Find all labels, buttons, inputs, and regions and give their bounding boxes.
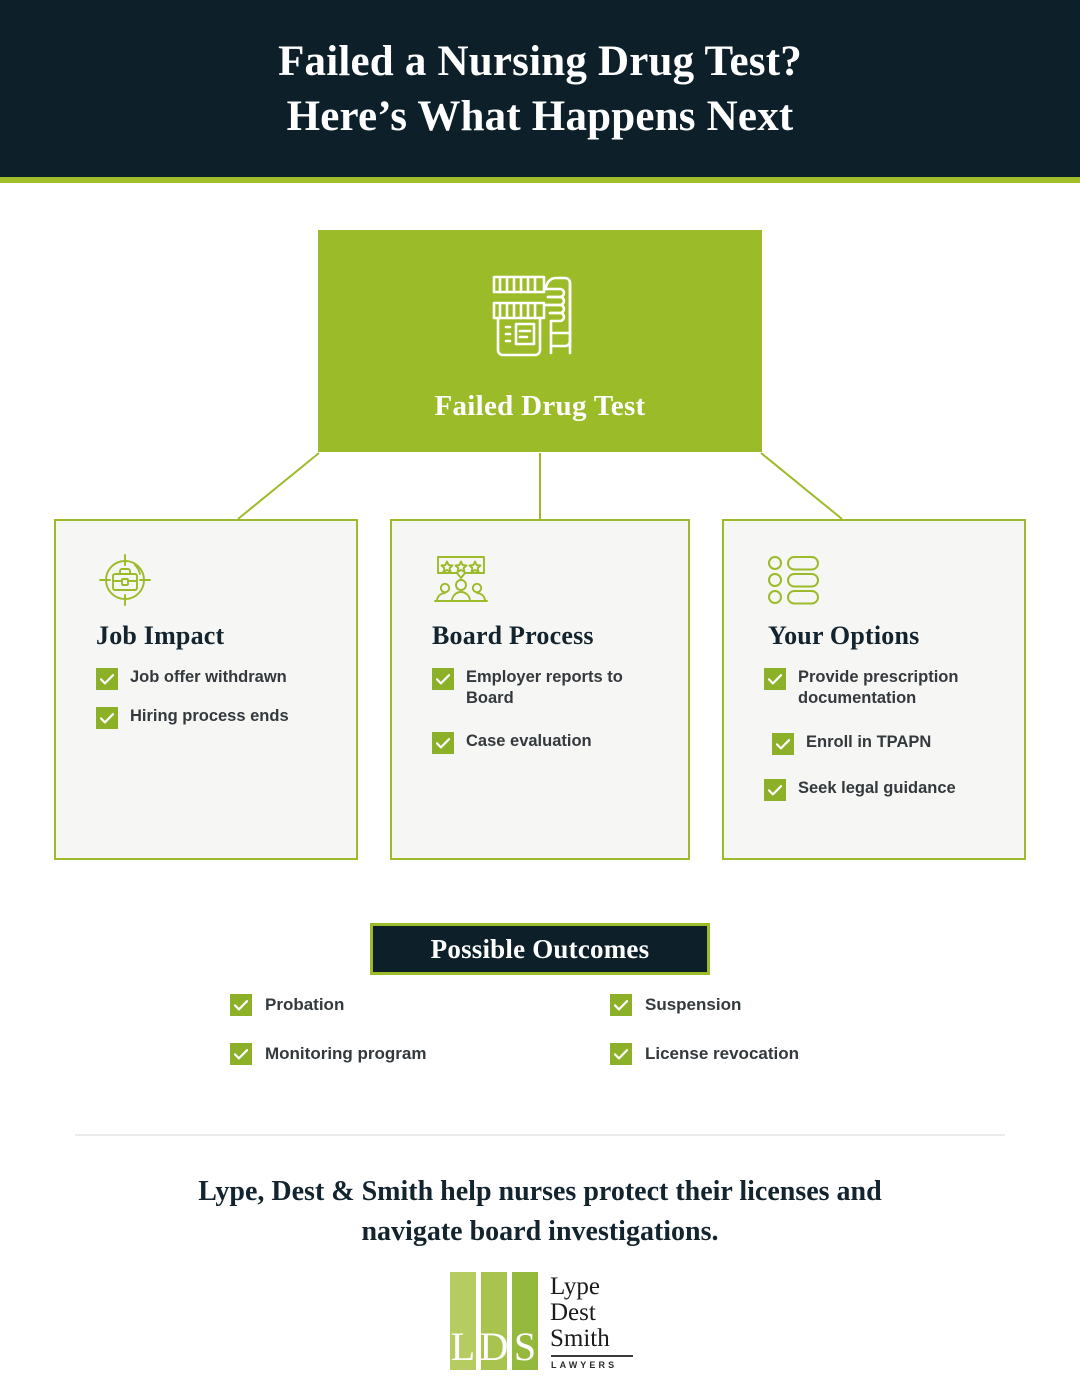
list-item: Probation bbox=[230, 993, 610, 1016]
check-icon bbox=[764, 779, 786, 801]
list-item-label: Monitoring program bbox=[265, 1043, 427, 1063]
card-item-list: Provide prescription documentation Enrol… bbox=[764, 667, 998, 801]
card-item-list: Employer reports to Board Case evaluatio… bbox=[432, 667, 662, 754]
list-item: Employer reports to Board bbox=[432, 667, 662, 709]
logo-letter-s: S bbox=[514, 1324, 536, 1369]
list-item: License revocation bbox=[610, 1042, 870, 1065]
list-item: Hiring process ends bbox=[96, 706, 330, 729]
list-item: Provide prescription documentation bbox=[764, 667, 998, 709]
lype-dest-smith-logo: L D S Lype Dest Smith LAWYERS bbox=[450, 1272, 635, 1372]
check-icon bbox=[432, 668, 454, 690]
list-item-label: Case evaluation bbox=[466, 732, 592, 750]
check-icon bbox=[96, 707, 118, 729]
review-board-people-stars-icon bbox=[432, 551, 662, 607]
check-icon bbox=[230, 994, 252, 1016]
possible-outcomes-label: Possible Outcomes bbox=[430, 933, 650, 964]
card-board-process: Board Process Employer reports to Board … bbox=[390, 519, 690, 860]
check-icon bbox=[764, 668, 786, 690]
footer-tagline: Lype, Dest & Smith help nurses protect t… bbox=[90, 1172, 990, 1252]
list-item-label: Provide prescription documentation bbox=[798, 668, 959, 707]
card-item-list: Job offer withdrawn Hiring process ends bbox=[96, 667, 330, 729]
check-icon bbox=[772, 733, 794, 755]
page-title-line-1: Failed a Nursing Drug Test? bbox=[278, 37, 802, 85]
logo-letter-d: D bbox=[480, 1324, 509, 1369]
hero-label: Failed Drug Test bbox=[434, 390, 646, 422]
page-header: Failed a Nursing Drug Test? Here’s What … bbox=[0, 0, 1080, 177]
logo-bars-icon: L D S bbox=[450, 1272, 538, 1370]
list-item-label: Enroll in TPAPN bbox=[806, 733, 932, 751]
list-item-label: License revocation bbox=[645, 1043, 800, 1063]
list-item-label: Suspension bbox=[645, 994, 742, 1014]
possible-outcomes-grid: Probation Suspension Monitoring program … bbox=[230, 993, 870, 1065]
logo-letter-l: L bbox=[451, 1324, 475, 1369]
check-icon bbox=[230, 1043, 252, 1065]
list-item-label: Probation bbox=[265, 994, 345, 1014]
card-title: Board Process bbox=[432, 621, 594, 650]
card-title: Your Options bbox=[768, 621, 920, 650]
list-item-label: Job offer withdrawn bbox=[130, 668, 287, 686]
check-icon bbox=[432, 732, 454, 754]
page-title-line-2: Here’s What Happens Next bbox=[286, 92, 794, 140]
possible-outcomes-banner: Possible Outcomes bbox=[370, 923, 710, 975]
list-item: Seek legal guidance bbox=[764, 778, 998, 801]
footer-tagline-line-2: navigate board investigations. bbox=[361, 1216, 719, 1247]
logo-wordmark-line-3: Smith bbox=[550, 1325, 610, 1352]
footer-divider bbox=[75, 1134, 1005, 1136]
list-item-label: Employer reports to Board bbox=[466, 668, 623, 707]
header-accent-rule bbox=[0, 177, 1080, 183]
logo-wordmark-line-1: Lype bbox=[550, 1273, 600, 1300]
briefcase-target-icon bbox=[96, 551, 330, 607]
check-icon bbox=[610, 1043, 632, 1065]
card-your-options: Your Options Provide prescription docume… bbox=[722, 519, 1026, 860]
list-item: Suspension bbox=[610, 993, 870, 1016]
logo-subtitle: LAWYERS bbox=[551, 1355, 633, 1370]
list-item: Case evaluation bbox=[432, 731, 662, 754]
list-item-label: Seek legal guidance bbox=[798, 779, 956, 797]
list-item: Job offer withdrawn bbox=[96, 667, 330, 690]
logo-wordmark-line-2: Dest bbox=[550, 1299, 596, 1326]
card-title: Job Impact bbox=[96, 621, 225, 650]
footer-tagline-line-1: Lype, Dest & Smith help nurses protect t… bbox=[198, 1176, 882, 1207]
card-job-impact: Job Impact Job offer withdrawn Hiring pr… bbox=[54, 519, 358, 860]
list-item-label: Hiring process ends bbox=[130, 707, 289, 725]
logo-wordmark: Lype Dest Smith bbox=[550, 1274, 610, 1352]
check-icon bbox=[96, 668, 118, 690]
list-item: Enroll in TPAPN bbox=[764, 732, 998, 755]
options-list-icon bbox=[764, 551, 998, 607]
failed-drug-test-node: Failed Drug Test bbox=[318, 230, 762, 452]
check-icon bbox=[610, 994, 632, 1016]
list-item: Monitoring program bbox=[230, 1042, 610, 1065]
urine-sample-cup-in-hand-icon bbox=[488, 263, 592, 368]
